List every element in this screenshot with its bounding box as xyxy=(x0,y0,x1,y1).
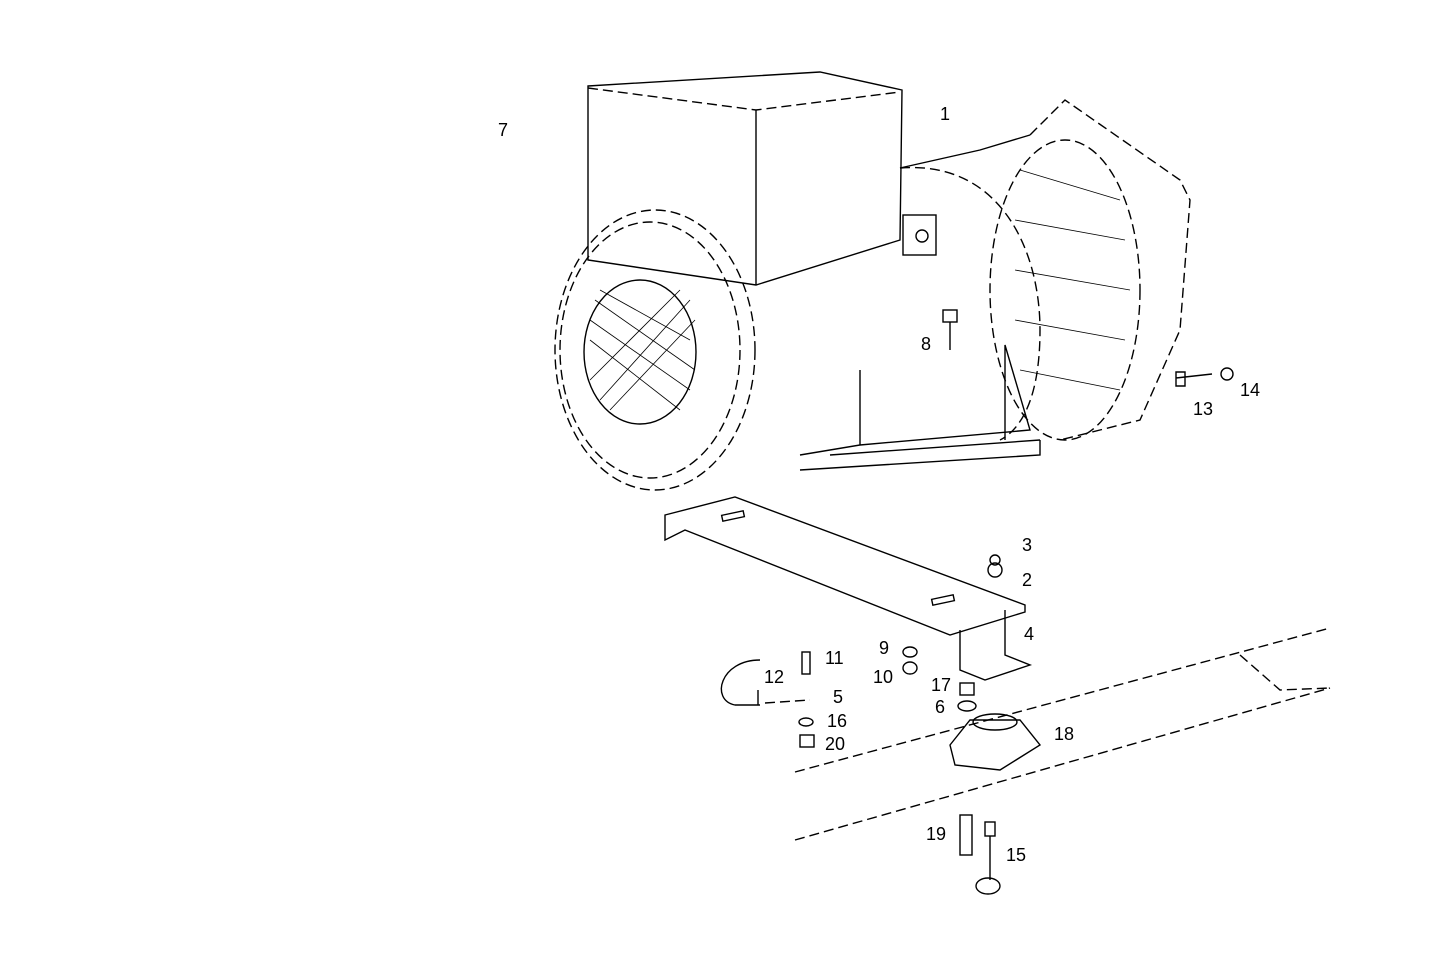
callout-10: 10 xyxy=(873,667,894,687)
callout-6: 6 xyxy=(935,697,946,717)
mounting-feet xyxy=(799,344,1041,471)
stator-housing xyxy=(829,134,1041,456)
base-rail xyxy=(664,496,1033,681)
callout-19: 19 xyxy=(926,824,947,844)
frame-rails xyxy=(794,627,1331,841)
callout-9: 9 xyxy=(879,638,890,658)
callout-7: 7 xyxy=(498,120,509,140)
callout-8: 8 xyxy=(921,334,932,354)
callout-18: 18 xyxy=(1054,724,1075,744)
callout-15: 15 xyxy=(1006,845,1027,865)
callout-2: 2 xyxy=(1022,570,1033,590)
end-shield-rear xyxy=(989,99,1191,441)
callout-20: 20 xyxy=(825,734,846,754)
terminal-box xyxy=(587,71,937,286)
callout-4: 4 xyxy=(1024,624,1035,644)
callout-1: 1 xyxy=(940,104,951,124)
callout-5: 5 xyxy=(833,687,844,707)
end-shield-front xyxy=(554,209,756,491)
small-parts xyxy=(720,309,1234,895)
callout-16: 16 xyxy=(827,711,848,731)
callout-14: 14 xyxy=(1240,380,1261,400)
callout-17: 17 xyxy=(931,675,952,695)
callout-11: 11 xyxy=(825,648,844,668)
callout-12: 12 xyxy=(764,667,785,687)
callout-13: 13 xyxy=(1193,399,1214,419)
anti-vibration-mount xyxy=(949,713,1042,771)
callout-3: 3 xyxy=(1022,535,1033,555)
